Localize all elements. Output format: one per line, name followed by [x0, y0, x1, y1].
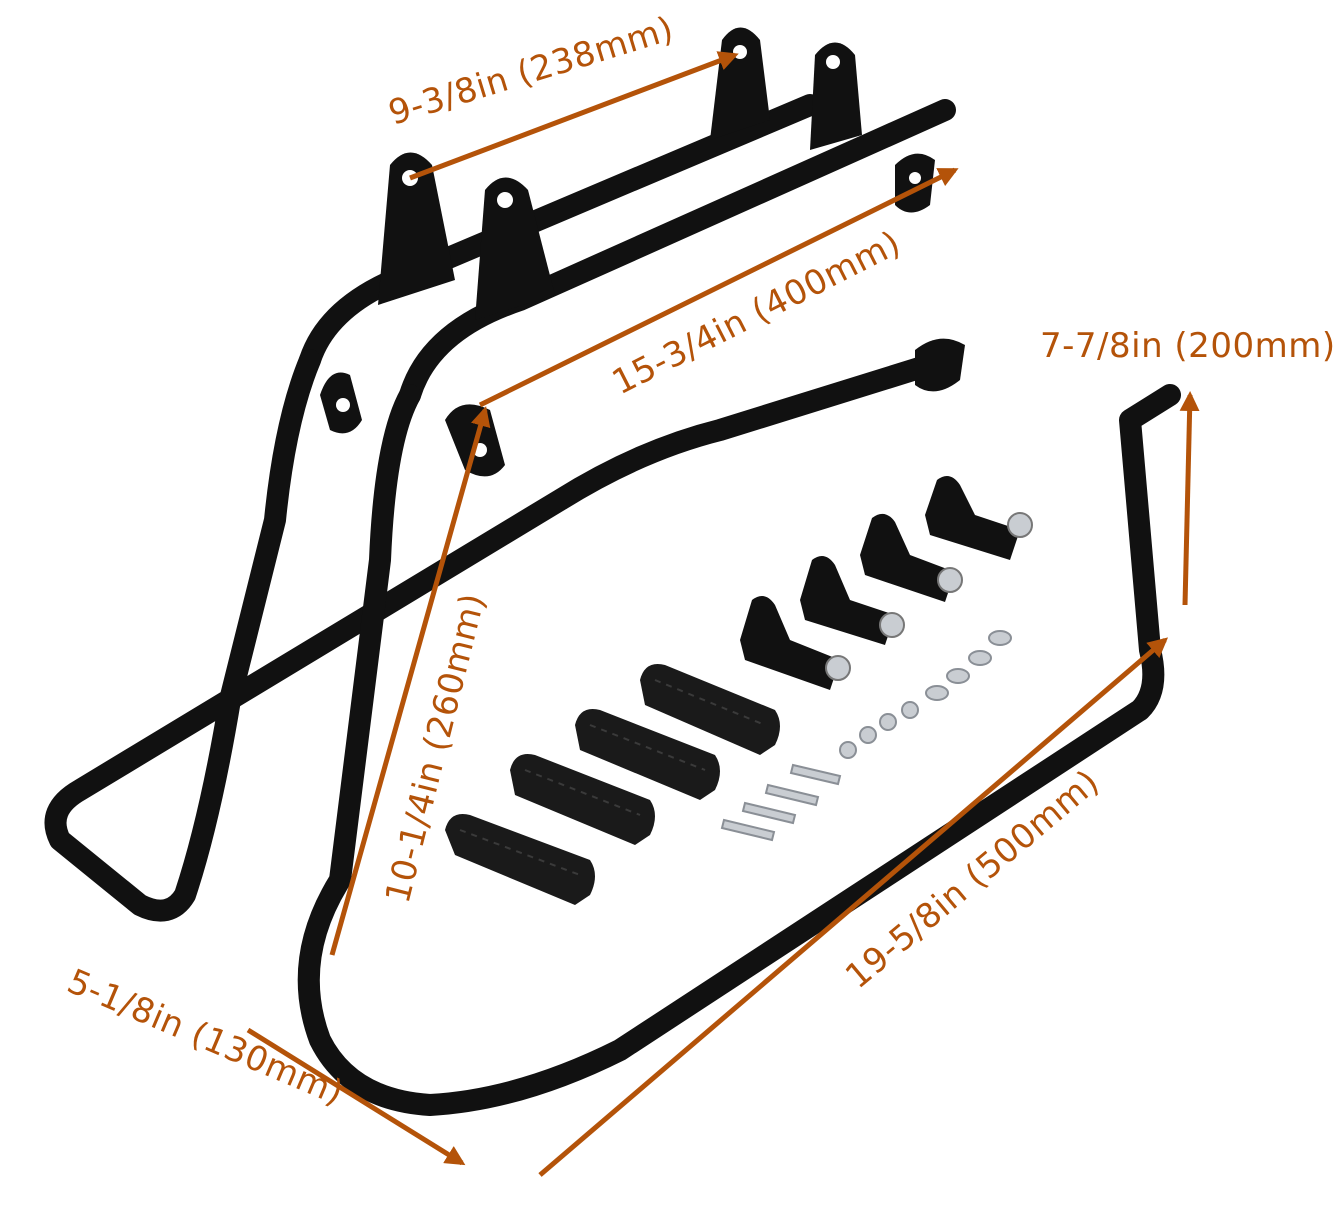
- bolts: [720, 763, 842, 842]
- nut: [859, 726, 877, 744]
- right-top-tab-rear-hole: [826, 55, 840, 69]
- washer: [946, 668, 970, 684]
- arrow-top-width: [409, 51, 739, 181]
- dimension-arrows: [246, 51, 1200, 1177]
- bolt: [720, 818, 776, 842]
- mounting-clip: [740, 596, 851, 690]
- left-bracket-down-tube: [44, 349, 956, 922]
- mounting-clips: [740, 476, 1033, 690]
- washer: [968, 650, 992, 666]
- nut: [839, 741, 857, 759]
- rubber-grommets: [445, 664, 780, 905]
- bolt: [764, 783, 820, 807]
- label-top-width: 9-3/8in (238mm): [384, 9, 678, 134]
- right-top-tab-rear: [810, 42, 862, 150]
- right-bracket-down-tube: [297, 384, 1181, 1116]
- right-top-tab-front-hole: [497, 192, 513, 208]
- label-height-right: 7-7/8in (200mm): [1040, 326, 1336, 366]
- arrow-depth: [246, 1027, 466, 1166]
- nuts: [839, 701, 919, 759]
- right-end-tab-hole: [909, 172, 921, 184]
- mounting-clip: [860, 513, 963, 602]
- arrow-height-right: [1179, 391, 1200, 606]
- nut: [901, 701, 919, 719]
- left-end-tab: [915, 338, 965, 392]
- arrow-top-length: [478, 167, 959, 408]
- rubber-grommet: [640, 664, 780, 755]
- arrow-height-left: [329, 406, 491, 956]
- nut: [879, 713, 897, 731]
- washer: [988, 630, 1012, 646]
- washer: [925, 685, 949, 701]
- arrow-bottom-length: [538, 637, 1169, 1177]
- bolt: [741, 801, 797, 825]
- washers: [925, 630, 1012, 701]
- left-bracket-tabs: [320, 27, 965, 434]
- rubber-grommet: [445, 814, 595, 905]
- mounting-clip: [800, 556, 905, 645]
- left-top-tab-front: [378, 152, 455, 305]
- left-side-tab-hole: [336, 398, 350, 412]
- rubber-grommet: [510, 754, 655, 845]
- mounting-clip: [925, 476, 1033, 560]
- rubber-grommet: [575, 709, 720, 800]
- bolt: [789, 763, 842, 786]
- right-top-tab-front: [475, 177, 555, 320]
- hardware: [720, 630, 1012, 842]
